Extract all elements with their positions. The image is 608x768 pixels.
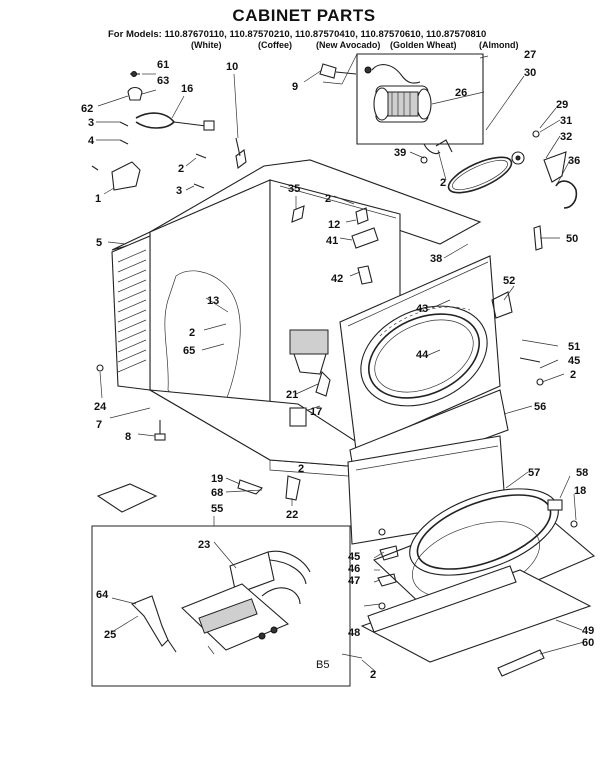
callout-35: 35 — [288, 183, 300, 195]
control-inset — [91, 516, 377, 687]
callout-39: 39 — [394, 147, 406, 159]
thermal-fuse — [131, 595, 177, 653]
callout-48: 48 — [348, 627, 360, 639]
callout-5: 5 — [96, 237, 102, 249]
models-line: For Models: 110.87670110, 110.87570210, … — [108, 29, 487, 40]
page-title: CABINET PARTS — [232, 6, 376, 25]
callout-2-inset: 2 — [370, 669, 376, 681]
callout-1: 1 — [95, 193, 101, 205]
callout-60: 60 — [582, 637, 594, 649]
color-label-almond: (Almond) — [479, 40, 519, 50]
callout-2-front: 2 — [570, 369, 576, 381]
callout-18: 18 — [574, 485, 586, 497]
callout-64: 64 — [96, 589, 109, 601]
callout-38: 38 — [430, 253, 442, 265]
callout-2-left: 2 — [178, 163, 184, 175]
callout-2-cabinet: 2 — [189, 327, 195, 339]
motor-inset — [319, 53, 525, 194]
callout-17: 17 — [310, 406, 322, 418]
callout-56: 56 — [534, 401, 546, 413]
callout-45-front: 45 — [568, 355, 580, 367]
callout-2-bracket: 2 — [325, 193, 331, 205]
callout-19: 19 — [211, 473, 223, 485]
front-panel — [339, 255, 544, 451]
callout-58: 58 — [576, 467, 588, 479]
color-labels: (White) (Coffee) (New Avocado) (Golden W… — [0, 40, 608, 52]
callout-31: 31 — [560, 115, 572, 127]
drive-belt — [447, 156, 513, 194]
leader-lines — [96, 55, 585, 655]
color-label-coffee: (Coffee) — [258, 40, 292, 50]
inset-code: B5 — [316, 659, 329, 671]
callout-47: 47 — [348, 575, 360, 587]
callout-55: 55 — [211, 503, 223, 515]
callout-43: 43 — [416, 303, 428, 315]
callout-22: 22 — [286, 509, 298, 521]
callout-44: 44 — [416, 349, 429, 361]
callout-3-top: 3 — [88, 117, 94, 129]
callout-3-mid: 3 — [176, 185, 182, 197]
callout-46: 46 — [348, 563, 360, 575]
callout-2-fuse: 2 — [298, 463, 304, 475]
callout-62: 62 — [81, 103, 93, 115]
drive-motor — [364, 64, 432, 123]
callout-10: 10 — [226, 61, 238, 73]
callout-32: 32 — [560, 131, 572, 143]
callout-12: 12 — [328, 219, 340, 231]
callout-65: 65 — [183, 345, 195, 357]
color-label-white: (White) — [191, 40, 222, 50]
small-hardware-top-left — [91, 71, 247, 191]
callout-42: 42 — [331, 273, 343, 285]
callout-49: 49 — [582, 625, 594, 637]
callout-30: 30 — [524, 67, 536, 79]
callout-57: 57 — [528, 467, 540, 479]
callout-50: 50 — [566, 233, 578, 245]
callout-9: 9 — [292, 81, 298, 93]
callout-36: 36 — [568, 155, 580, 167]
callout-26: 26 — [455, 87, 467, 99]
callout-4: 4 — [88, 135, 95, 147]
color-label-avocado: (New Avocado) — [316, 40, 381, 50]
callout-21: 21 — [286, 389, 298, 401]
callout-52: 52 — [503, 275, 515, 287]
callout-13: 13 — [207, 295, 219, 307]
callout-23: 23 — [198, 539, 210, 551]
callout-63: 63 — [157, 75, 169, 87]
callout-45-door: 45 — [348, 551, 360, 563]
callout-68: 68 — [211, 487, 223, 499]
callout-8: 8 — [125, 431, 131, 443]
callout-61: 61 — [157, 59, 169, 71]
callout-7: 7 — [96, 419, 102, 431]
terminal-block-assembly — [181, 583, 301, 651]
callout-29: 29 — [556, 99, 568, 111]
callout-2-belt: 2 — [440, 177, 446, 189]
callout-labels: 61 63 62 16 3 4 1 5 10 2 3 35 2 12 41 42… — [81, 49, 594, 681]
callout-16: 16 — [181, 83, 193, 95]
door-assembly — [360, 488, 596, 677]
color-label-wheat: (Golden Wheat) — [390, 40, 457, 50]
callout-25: 25 — [104, 629, 116, 641]
callout-27: 27 — [524, 49, 536, 61]
callout-24: 24 — [94, 401, 107, 413]
misc-hardware — [96, 130, 578, 513]
callout-51: 51 — [568, 341, 580, 353]
callout-41: 41 — [326, 235, 338, 247]
